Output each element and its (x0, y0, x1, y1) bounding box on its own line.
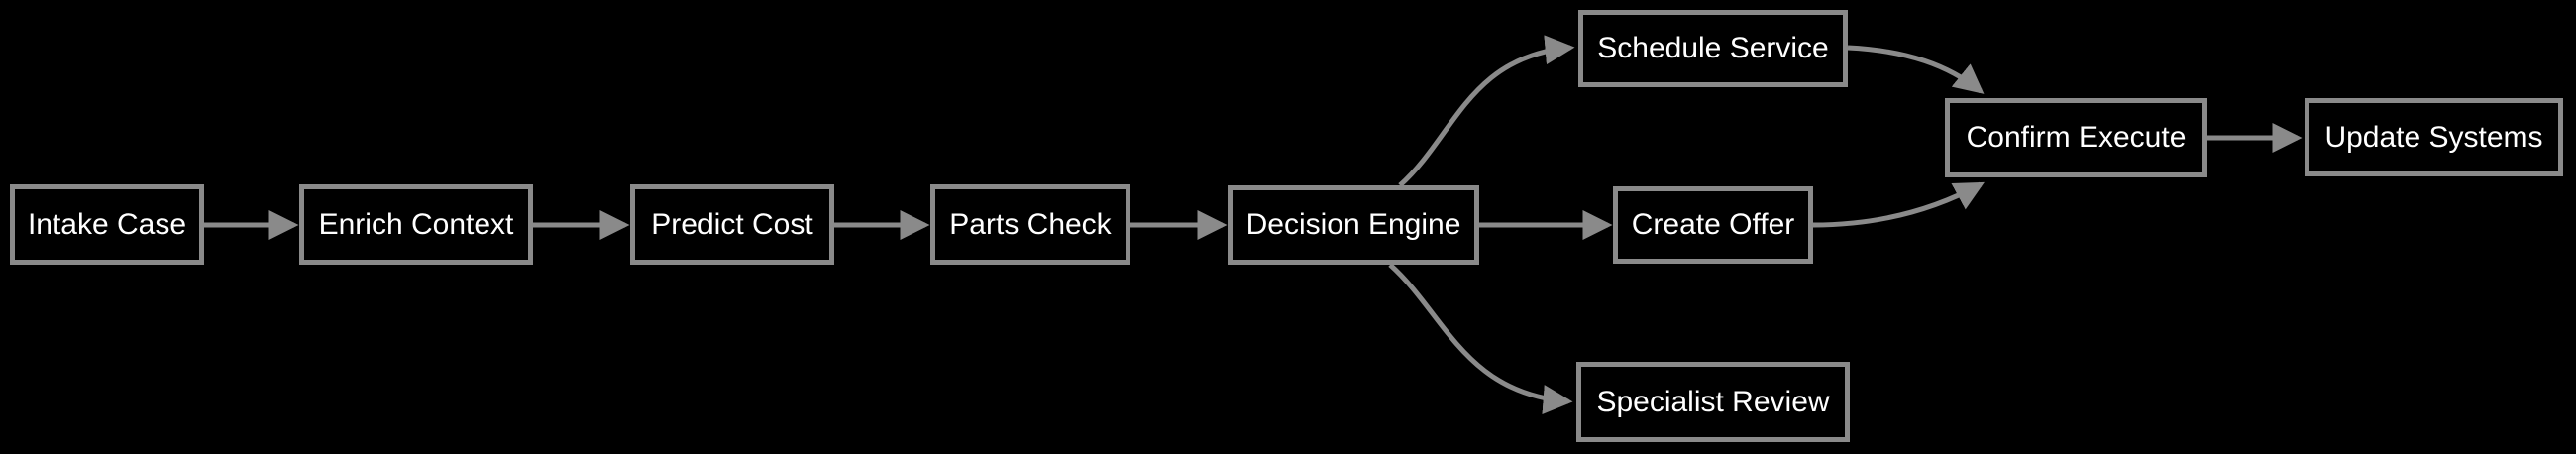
node-intake-case: Intake Case (10, 184, 204, 265)
node-enrich-context: Enrich Context (299, 184, 533, 265)
node-label: Intake Case (27, 207, 187, 241)
node-decision-engine: Decision Engine (1228, 185, 1479, 265)
node-label: Predict Cost (651, 207, 813, 241)
node-label: Schedule Service (1597, 32, 1829, 64)
node-predict-cost: Predict Cost (630, 184, 834, 265)
node-create-offer: Create Offer (1613, 186, 1813, 264)
node-parts-check: Parts Check (930, 184, 1130, 265)
node-label: Confirm Execute (1966, 121, 2187, 154)
node-label: Update Systems (2324, 120, 2543, 154)
node-label: Create Offer (1631, 208, 1795, 241)
node-label: Parts Check (949, 207, 1112, 241)
edge-create-to-confirm (1812, 181, 1985, 228)
node-schedule-service: Schedule Service (1578, 10, 1848, 87)
edge-decision-to-specialist (1388, 263, 1573, 414)
node-label: Specialist Review (1596, 385, 1830, 418)
edge-schedule-to-confirm (1847, 45, 1985, 94)
node-label: Enrich Context (318, 207, 514, 241)
node-update-systems: Update Systems (2305, 98, 2563, 176)
node-specialist-review: Specialist Review (1576, 362, 1850, 442)
node-confirm-execute: Confirm Execute (1945, 98, 2207, 177)
edge-decision-to-schedule (1398, 35, 1575, 187)
node-label: Decision Engine (1245, 208, 1461, 241)
